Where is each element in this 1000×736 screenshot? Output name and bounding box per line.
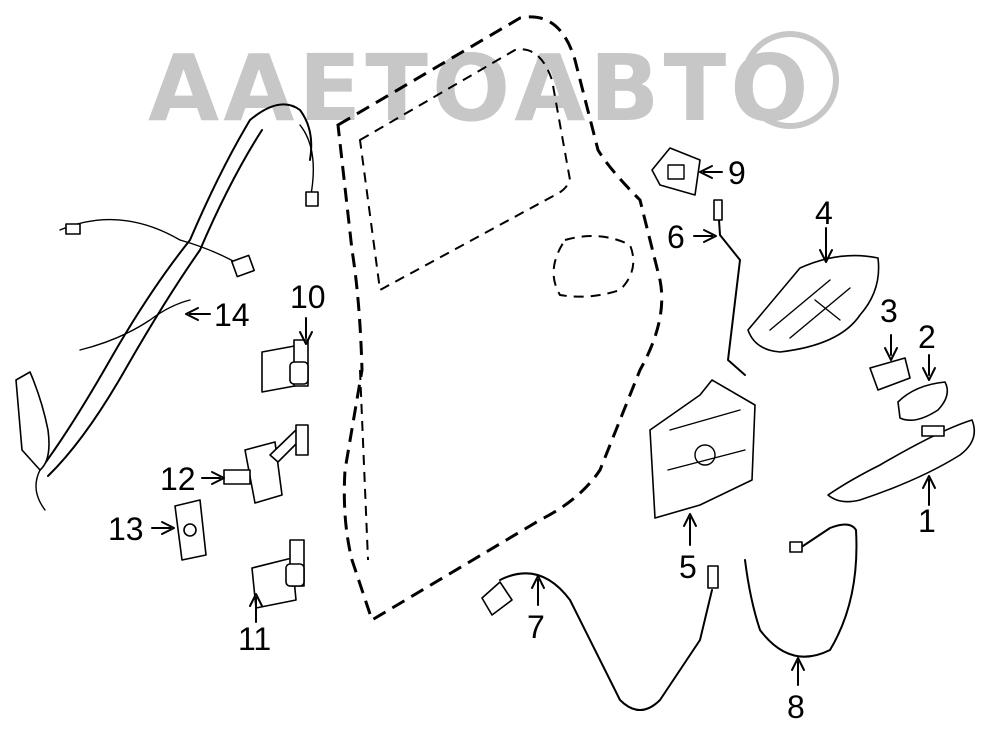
callout-3: 3 xyxy=(880,293,898,329)
callout-12: 12 xyxy=(160,461,196,497)
callout-13: 13 xyxy=(108,511,144,547)
callout-7: 7 xyxy=(527,609,545,645)
watermark-gear-icon xyxy=(741,31,839,129)
part-11-lower-hinge xyxy=(251,539,305,609)
wiring-harness xyxy=(15,103,319,511)
part-10-upper-hinge xyxy=(261,339,309,393)
leader-lines xyxy=(151,165,936,686)
part-7-cable xyxy=(481,565,719,711)
callout-4: 4 xyxy=(815,195,833,231)
part-6-rod xyxy=(713,199,746,376)
callout-14: 14 xyxy=(214,297,250,333)
callout-11: 11 xyxy=(238,621,271,657)
callout-1: 1 xyxy=(918,503,936,539)
part-12-door-check xyxy=(223,424,309,504)
part-13-plate xyxy=(174,499,207,561)
callout-9: 9 xyxy=(728,155,746,191)
part-5-door-latch xyxy=(649,379,756,519)
callout-labels: 1 2 3 4 5 6 7 8 9 10 11 12 13 14 xyxy=(108,155,936,725)
callout-5: 5 xyxy=(679,549,697,585)
part-3-bezel xyxy=(869,357,911,391)
part-8-cable xyxy=(744,523,858,658)
callout-8: 8 xyxy=(787,689,805,725)
part-4-handle-carrier xyxy=(747,254,880,353)
callout-2: 2 xyxy=(918,319,936,355)
part-2-cap xyxy=(897,381,949,421)
watermark: ААЕТОАВТО xyxy=(148,31,839,142)
watermark-text: ААЕТОАВТО xyxy=(148,35,813,142)
part-9-striker xyxy=(651,147,701,196)
callout-6: 6 xyxy=(667,219,685,255)
door-outline xyxy=(336,15,664,623)
part-1-outside-handle xyxy=(827,419,976,503)
callout-10: 10 xyxy=(290,279,326,315)
